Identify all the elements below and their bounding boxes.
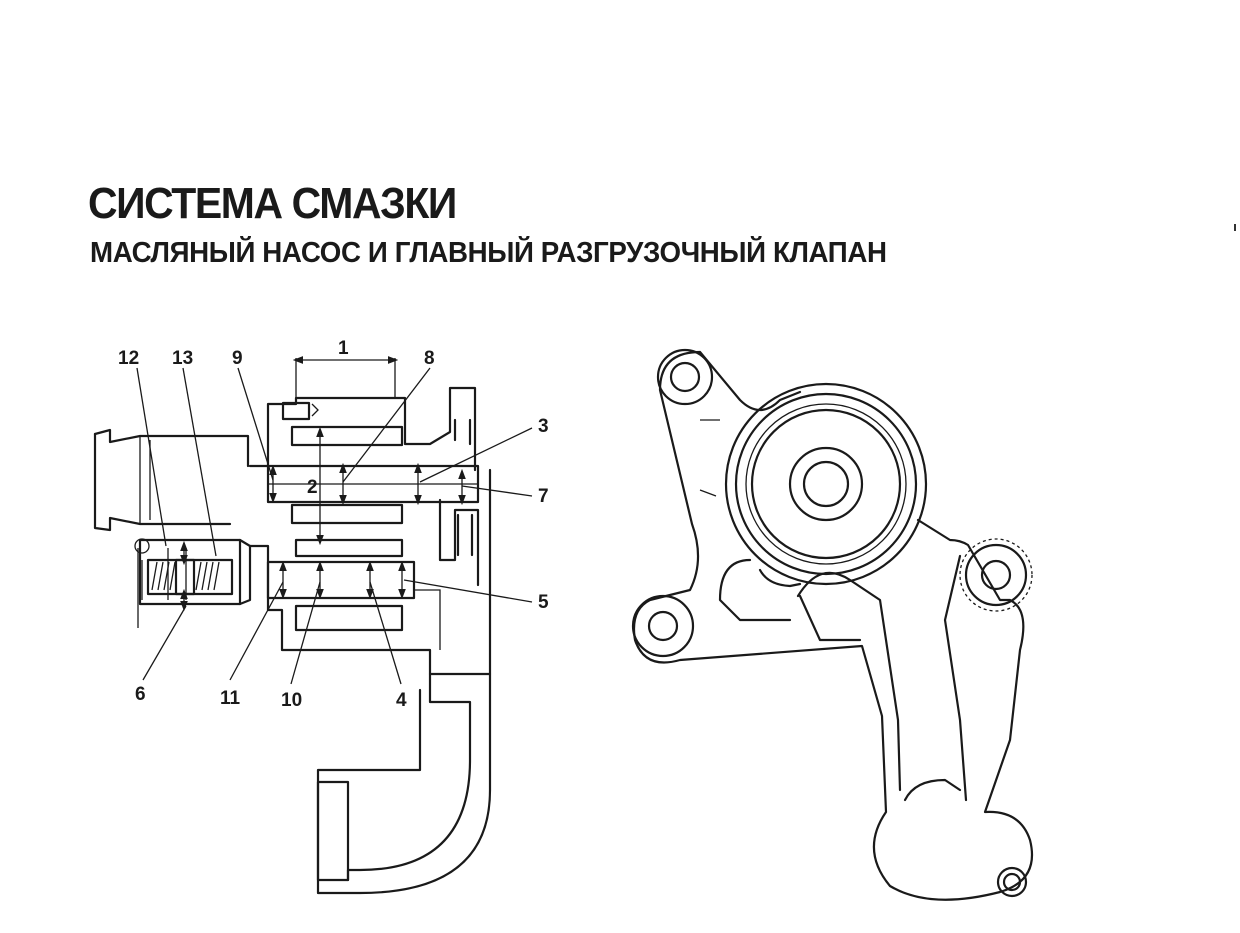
pump-body	[248, 386, 492, 676]
callout-5: 5	[538, 592, 549, 613]
callout-6: 6	[135, 684, 146, 705]
pickup-tube	[316, 672, 492, 895]
clearance-arrows	[180, 426, 466, 612]
callout-3: 3	[538, 416, 549, 437]
callout-8: 8	[424, 348, 435, 369]
oil-pump-external-view	[631, 348, 1034, 901]
callout-11: 11	[220, 688, 241, 709]
dimension-1	[292, 356, 399, 398]
relief-valve	[134, 538, 252, 628]
page-title: СИСТЕМА СМАЗКИ	[88, 179, 457, 228]
callout-1: 1	[338, 338, 349, 359]
callout-4: 4	[396, 690, 407, 711]
inlet-nozzle	[93, 428, 250, 532]
callout-13: 13	[172, 348, 193, 369]
oil-pump-section-view: 1 2 3 4 5 6 7 8 9 10 11 12 13	[93, 338, 549, 895]
margin-mark	[1234, 224, 1236, 231]
leader-lines	[136, 367, 533, 685]
callout-12: 12	[118, 348, 139, 369]
callout-10: 10	[281, 690, 302, 711]
callout-7: 7	[538, 486, 549, 507]
callout-9: 9	[232, 348, 243, 369]
page-subtitle: МАСЛЯНЫЙ НАСОС И ГЛАВНЫЙ РАЗГРУЗОЧНЫЙ КЛ…	[90, 237, 887, 269]
callout-2: 2	[307, 477, 318, 498]
